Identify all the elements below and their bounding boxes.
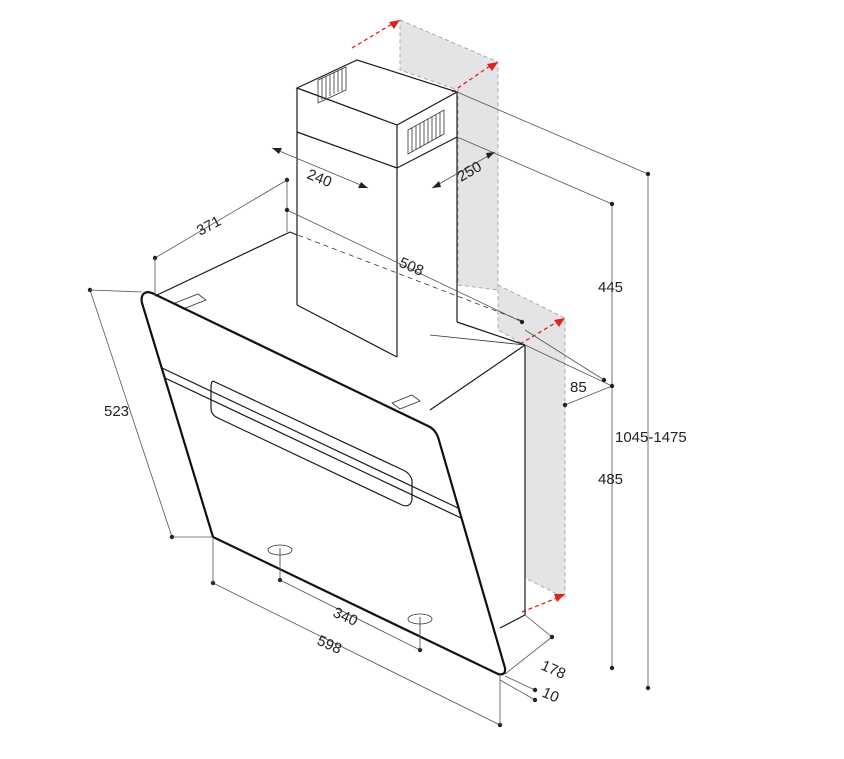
vent-grille-right — [407, 109, 445, 155]
dimension-lines — [87, 91, 651, 728]
label-glass-thickness: 10 — [539, 684, 561, 706]
label-chimney-height: 445 — [598, 279, 623, 296]
glass-panel — [140, 290, 507, 676]
vent-grille-left — [317, 66, 347, 104]
label-fixing-distance: 340 — [330, 604, 360, 630]
wall-surface-upper — [399, 19, 499, 291]
label-lower-height: 485 — [598, 471, 623, 488]
label-glass-height: 523 — [104, 403, 129, 420]
hood-body — [154, 231, 526, 629]
label-total-height: 1045-1475 — [615, 429, 687, 446]
label-wall-offset: 85 — [570, 379, 587, 396]
wall-surface-lower — [497, 284, 566, 599]
wall-arrows — [351, 20, 565, 613]
label-bottom-depth: 178 — [538, 657, 568, 683]
label-chimney-width: 240 — [305, 166, 335, 191]
control-panel — [210, 380, 413, 507]
label-top-width: 508 — [396, 254, 426, 280]
label-top-depth: 371 — [194, 213, 224, 240]
chimney — [295, 59, 459, 358]
label-hood-width: 598 — [314, 632, 344, 658]
